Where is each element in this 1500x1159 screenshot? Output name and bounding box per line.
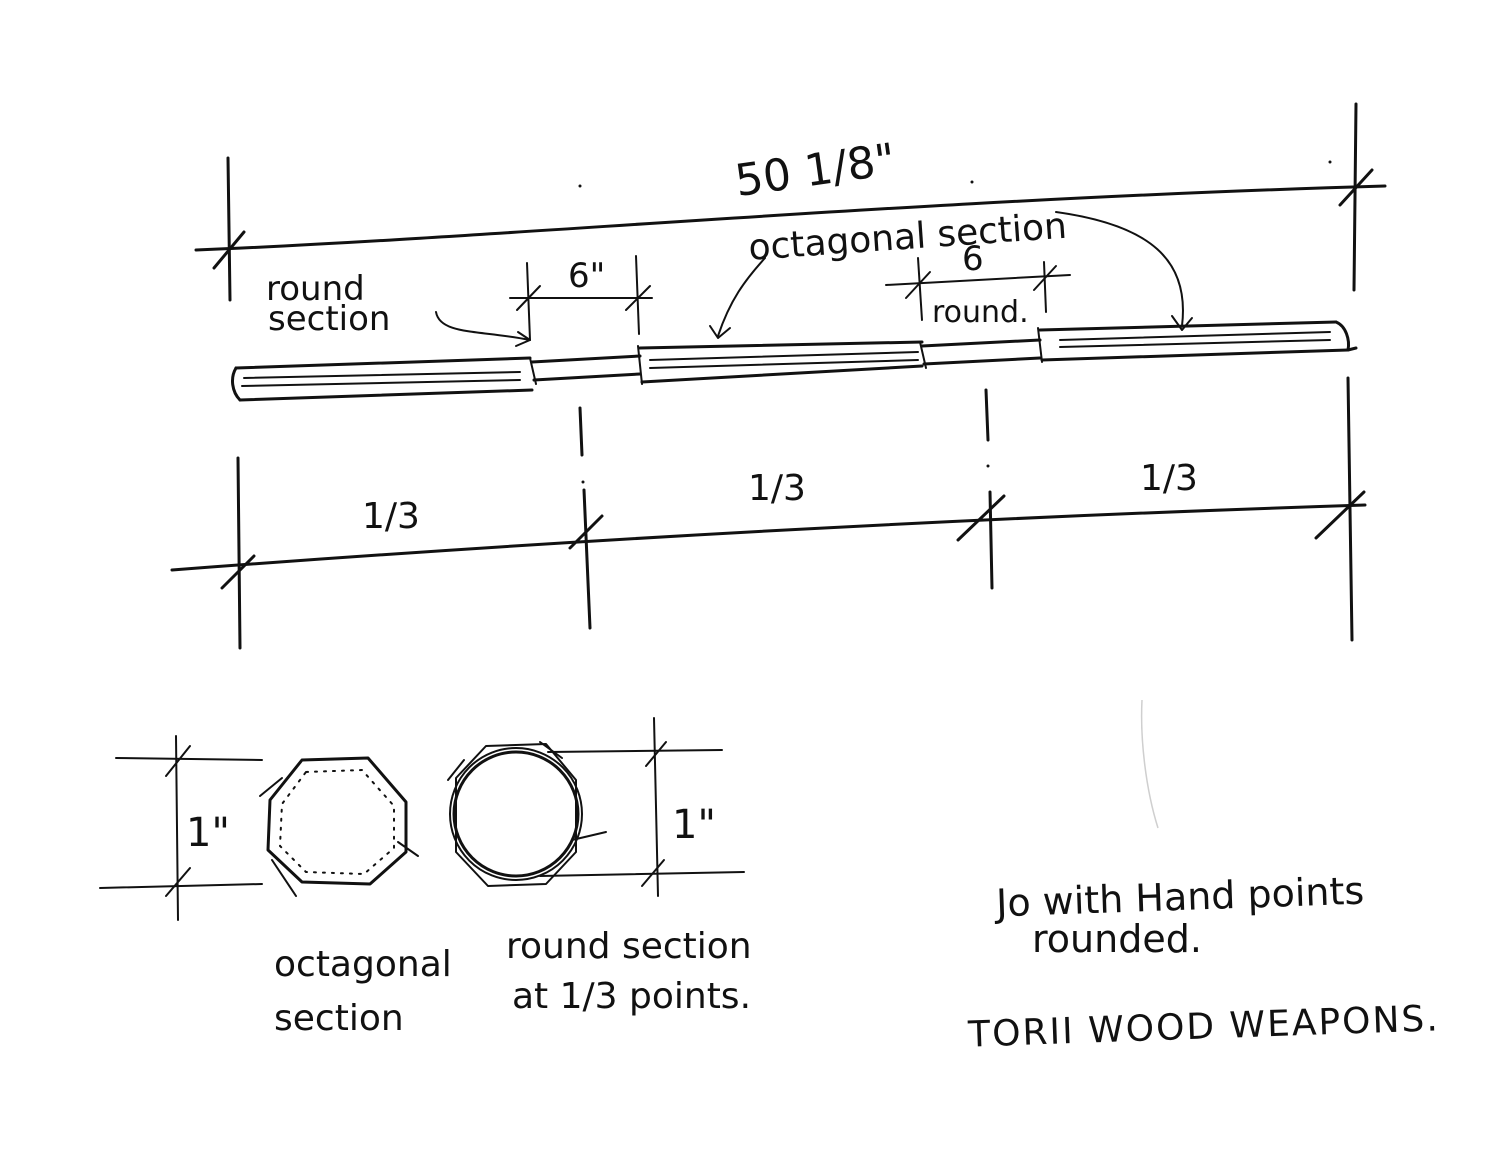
six-inch-dimension-right: 6 — [885, 239, 1071, 321]
third-label-3: 1/3 — [1140, 458, 1198, 499]
thirds-dimension: 1/3 1/3 1/3 — [170, 376, 1367, 650]
six-inch-label-left: 6" — [568, 256, 605, 296]
round-section-label-line1: round — [266, 269, 365, 309]
octagonal-caption-line1: octagonal — [274, 944, 452, 985]
staff — [231, 320, 1358, 402]
octagonal-caption-line2: section — [274, 998, 404, 1039]
third-label-1: 1/3 — [362, 496, 420, 537]
note-line3: TORII WOOD WEAPONS. — [967, 998, 1441, 1055]
octagonal-cross-section — [259, 756, 419, 897]
round-label: round. — [932, 295, 1029, 330]
faint-pencil-mark — [1140, 699, 1159, 829]
note-line2: rounded. — [1032, 917, 1202, 961]
one-inch-dimension-right: 1" — [539, 717, 745, 897]
six-inch-dimension-left: 6" — [509, 255, 653, 341]
leader-arrows — [435, 211, 1193, 347]
overall-dimension: 50 1/8" — [194, 102, 1387, 302]
third-label-2: 1/3 — [748, 468, 806, 509]
six-inch-label-right: 6 — [962, 239, 984, 279]
round-section-label-line2: section — [268, 299, 390, 339]
round-caption-line1: round section — [506, 926, 752, 967]
one-inch-label-left: 1" — [186, 810, 230, 856]
round-cross-section — [447, 741, 607, 887]
one-inch-label-right: 1" — [672, 802, 716, 848]
round-caption-line2: at 1/3 points. — [512, 976, 751, 1017]
overall-length-label: 50 1/8" — [732, 134, 899, 207]
one-inch-dimension-left: 1" — [99, 735, 263, 921]
